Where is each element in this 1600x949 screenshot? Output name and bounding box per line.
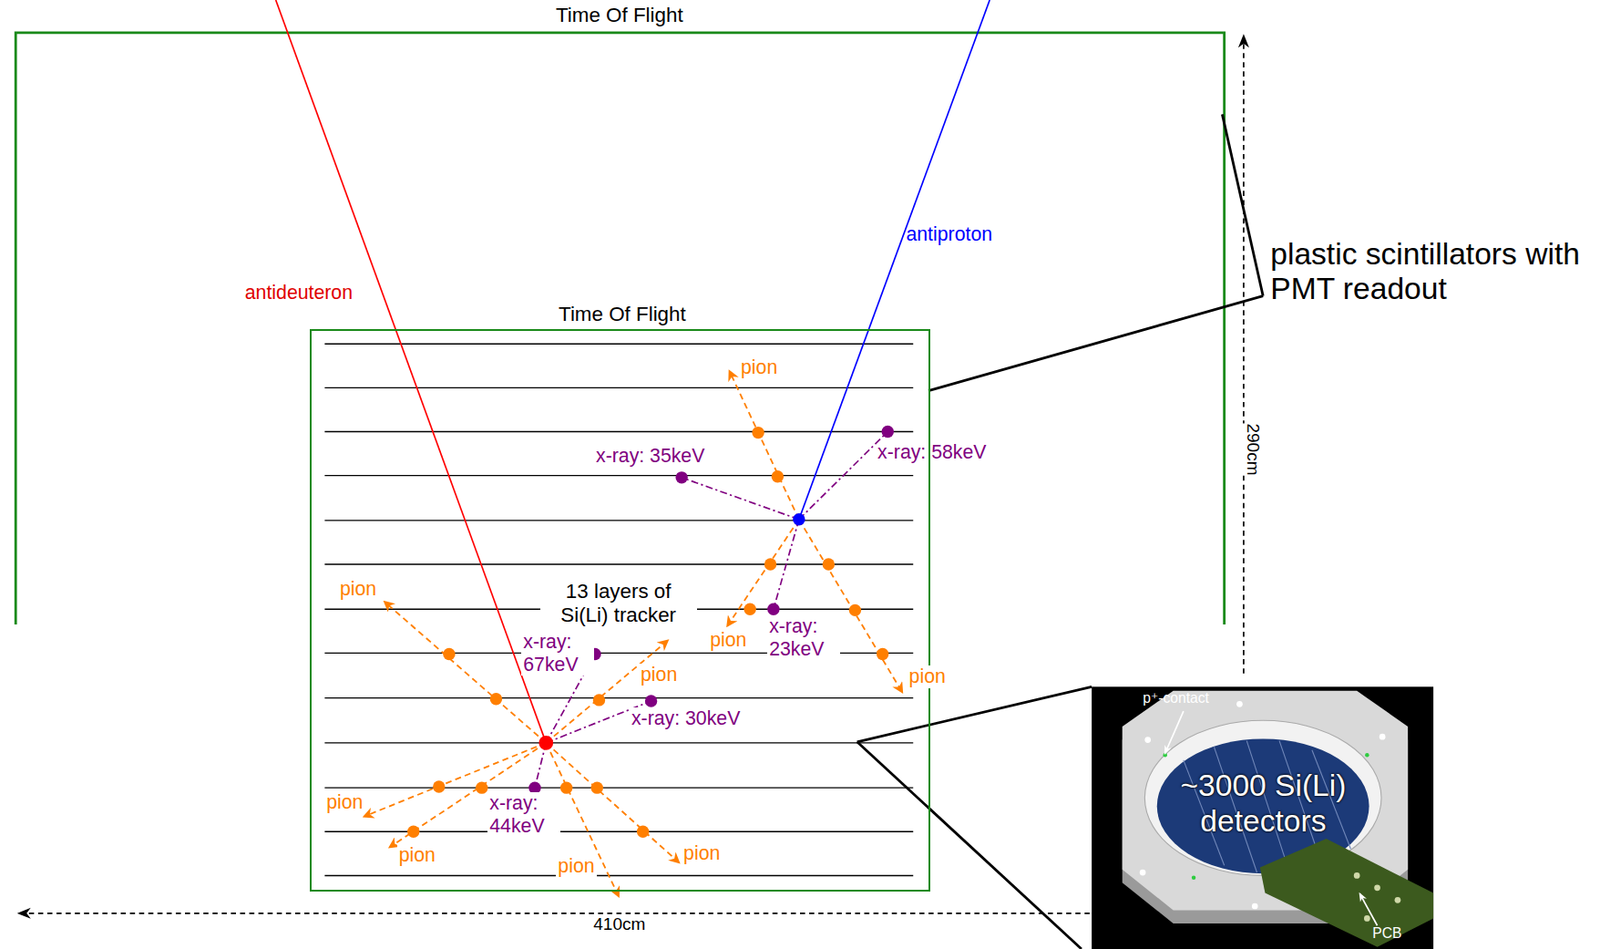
node-text: Time Of Flight (552, 3, 688, 28)
xray-label: x-ray: 67keV (521, 630, 595, 676)
dimension-label: 410cm (591, 913, 647, 934)
xray-tracks (534, 430, 888, 788)
pion-label: pion (740, 356, 778, 379)
antiproton-track (799, 0, 990, 520)
pion-label: pion (339, 577, 377, 600)
xray-label: x-ray: 35keV (595, 444, 705, 467)
node-text: p⁺-contact (1142, 689, 1210, 707)
detector-inset-box: p⁺-contact ~3000 Si(Li) detectorsPCB (1091, 687, 1434, 949)
node-text: PCB (1372, 924, 1402, 942)
pion-label: pion (707, 628, 749, 651)
part-name: 13 layers of Si(Li) tracker (540, 579, 698, 626)
antideuteron-vertex (538, 735, 554, 750)
pion-label: pion (324, 790, 365, 813)
xray-label: x-ray: 44keV (487, 791, 561, 837)
pion-label: pion (907, 665, 948, 688)
pion-hits (407, 426, 889, 838)
antiproton-vertex (792, 512, 805, 525)
pion-label: pion (397, 843, 438, 866)
callout-text: plastic scintillators with PMT readout (1270, 236, 1600, 308)
pion-label: pion (555, 854, 596, 877)
xray-label: x-ray: 30keV (629, 707, 742, 729)
particle-name: antideuteron (245, 281, 353, 304)
detector-inset (1091, 686, 1434, 949)
height-dimension (1242, 36, 1245, 673)
dimension-label: 290cm (1242, 422, 1263, 475)
pion-label: pion (681, 841, 722, 864)
particle-name: antiproton (905, 223, 993, 246)
xray-hits (528, 425, 894, 794)
xray-label: x-ray: 23keV (767, 615, 841, 660)
width-dimension (20, 912, 1090, 914)
antideuteron-track (276, 0, 547, 743)
pion-label: pion (638, 663, 679, 686)
node-text: ~3000 Si(Li) detectors (1146, 768, 1382, 839)
xray-label: x-ray: 58keV (877, 441, 986, 463)
tracker-layers (324, 343, 913, 875)
node-text: Time Of Flight (554, 302, 690, 327)
pion-tracks (364, 370, 903, 895)
